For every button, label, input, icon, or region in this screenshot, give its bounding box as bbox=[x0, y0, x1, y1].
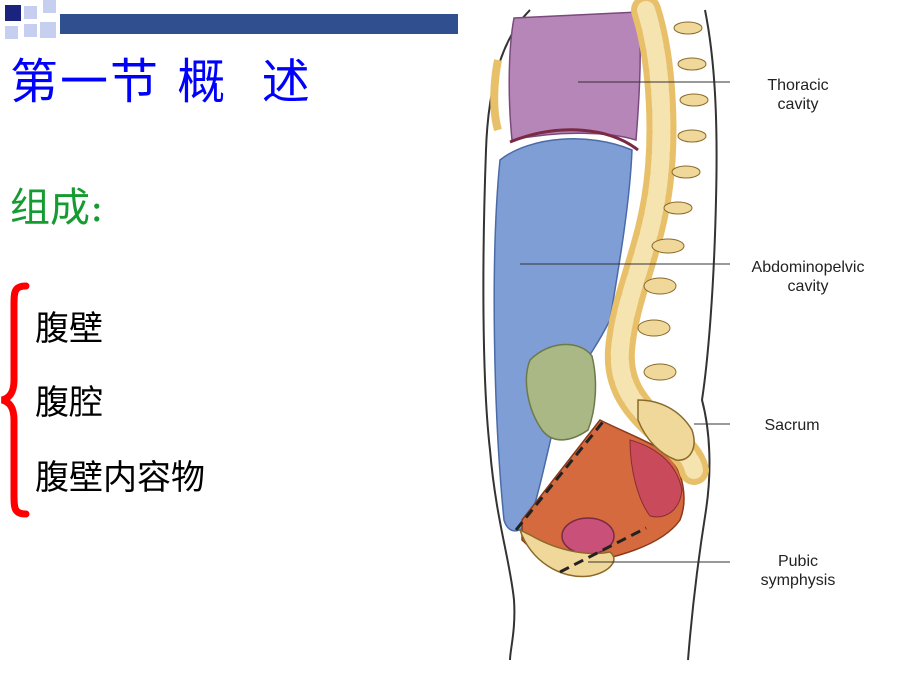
anatomy-illustration bbox=[482, 0, 730, 661]
curly-brace bbox=[0, 282, 30, 518]
slide-title: 第一节 概 述 bbox=[10, 54, 312, 110]
list-item: 腹腔 bbox=[35, 383, 103, 423]
label-abdominopelvic-cavity: Abdominopelvic cavity bbox=[751, 259, 865, 296]
deco-square bbox=[24, 6, 37, 19]
deco-square bbox=[5, 26, 18, 39]
label-thoracic-cavity: Thoracic cavity bbox=[767, 77, 829, 114]
deco-square bbox=[24, 24, 37, 37]
label-sacrum: Sacrum bbox=[764, 417, 820, 434]
label-pubic-symphysis: Pubic symphysis bbox=[760, 553, 836, 590]
deco-square bbox=[43, 0, 56, 13]
list-item: 腹壁 bbox=[35, 309, 103, 349]
slide-subtitle: 组成: bbox=[10, 185, 104, 231]
deco-square bbox=[40, 22, 56, 38]
list-item: 腹壁内容物 bbox=[35, 458, 205, 498]
deco-square bbox=[5, 5, 21, 21]
top-bar bbox=[60, 14, 458, 34]
